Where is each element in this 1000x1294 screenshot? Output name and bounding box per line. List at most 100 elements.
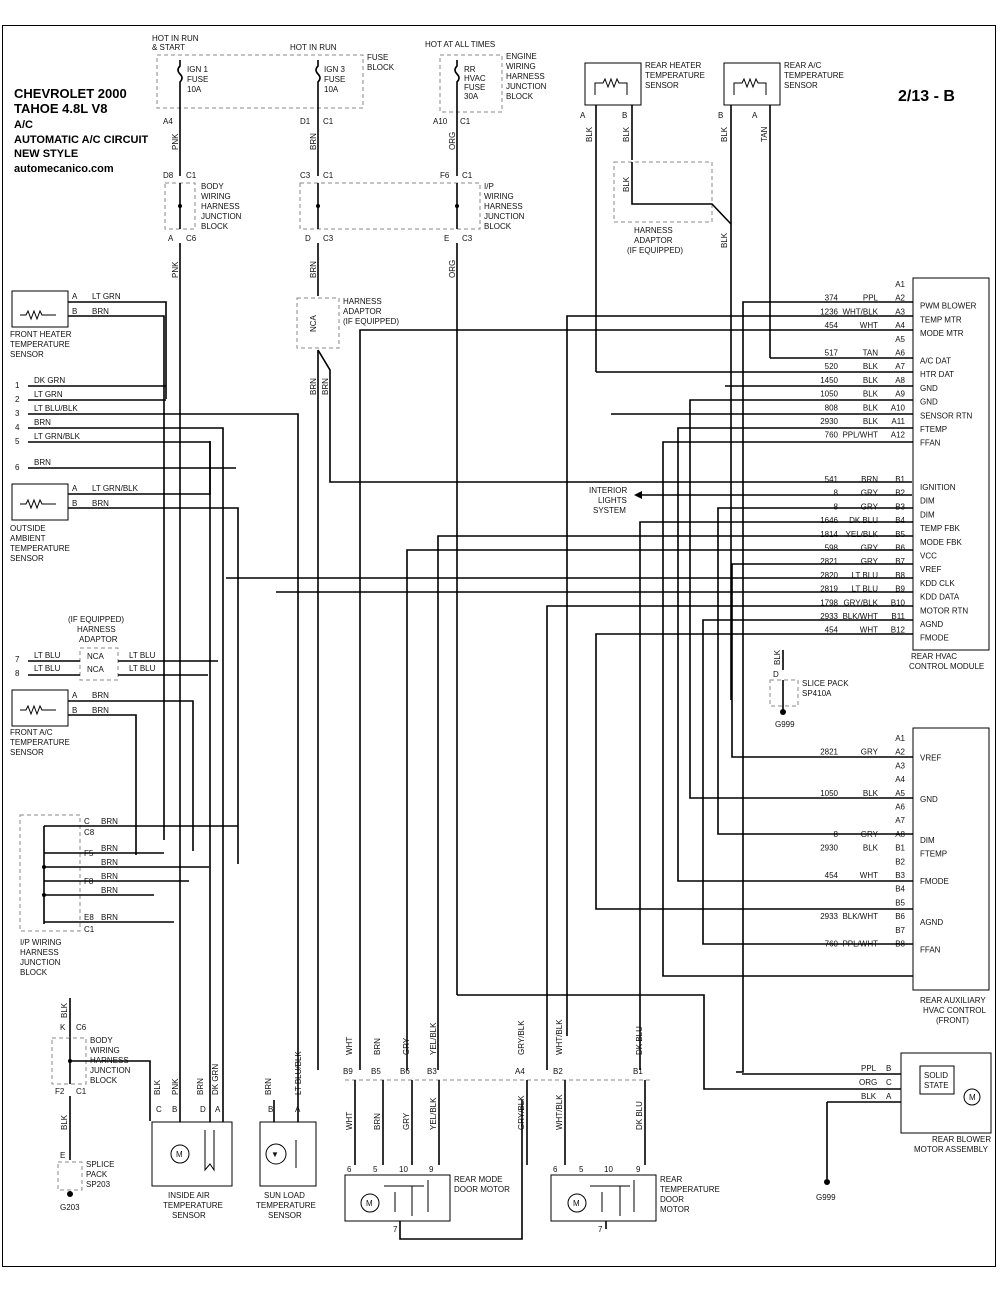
svg-text:BLK: BLK [153,1079,162,1095]
rhcm-circuit: 454 [825,626,839,635]
page-number: 2/13 - B [898,88,955,105]
aux-pin-name: FFAN [920,946,941,955]
svg-text:LT BLU: LT BLU [34,651,61,660]
aux-circuit: 454 [825,871,839,880]
svg-text:C1: C1 [323,117,334,126]
rhcm-wire-color: PPL [863,294,879,303]
svg-text:B: B [622,111,627,120]
svg-text:ADAPTOR: ADAPTOR [343,307,382,316]
svg-text:FRONT A/C: FRONT A/C [10,728,53,737]
svg-text:BRN: BRN [101,872,118,881]
rhcm-wire-color: BLK [863,362,879,371]
svg-text:5: 5 [15,437,20,446]
svg-text:BRN: BRN [101,886,118,895]
rhcm-pin: A8 [895,376,905,385]
rhcm-wire-color: WHT/BLK [842,307,878,316]
rhcm-pin: A12 [891,431,906,440]
svg-text:B: B [268,1105,273,1114]
svg-text:HVAC: HVAC [464,74,486,83]
fuse-block: HOT IN RUN & START HOT IN RUN FUSE BLOCK… [152,34,395,126]
rhcm-pin-name: VREF [920,565,941,574]
svg-text:C: C [886,1078,892,1087]
svg-text:(FRONT): (FRONT) [936,1016,969,1025]
rhcm-pin-name: FMODE [920,634,949,643]
aux-pin: B7 [895,926,905,935]
svg-text:LT GRN/BLK: LT GRN/BLK [92,484,139,493]
svg-text:(IF EQUIPPED): (IF EQUIPPED) [68,615,124,624]
svg-text:BRN: BRN [101,913,118,922]
rhcm-wire-color: TAN [863,349,879,358]
svg-text:BODY: BODY [201,182,224,191]
bottom-pin: B9 [343,1067,353,1076]
hot-run-start-1: HOT IN RUN [152,34,199,43]
svg-text:ADAPTOR: ADAPTOR [634,236,673,245]
aux-circuit: 2930 [820,844,838,853]
rhcm-circuit: 1798 [820,598,838,607]
svg-text:E: E [444,234,449,243]
svg-text:PNK: PNK [171,1078,180,1095]
svg-text:RR: RR [464,65,476,74]
svg-text:FRONT HEATER: FRONT HEATER [10,330,72,339]
svg-text:DK GRN: DK GRN [211,1064,220,1095]
aux-wire-color: WHT [860,871,878,880]
svg-text:STATE: STATE [924,1081,949,1090]
rhcm-wire-color: LT BLU [852,585,879,594]
svg-text:G999: G999 [775,720,795,729]
svg-text:TEMPERATURE: TEMPERATURE [784,71,844,80]
svg-text:PPL: PPL [861,1064,877,1073]
rhcm-pin-name: HTR DAT [920,370,954,379]
rhcm-pin-name: GND [920,384,938,393]
svg-text:BRN: BRN [92,499,109,508]
rhcm-pin: B6 [895,544,905,553]
svg-text:C6: C6 [186,234,197,243]
rhcm-pin: B11 [891,612,905,621]
svg-text:ORG: ORG [859,1078,877,1087]
rhcm-pin: B1 [895,475,905,484]
svg-text:BLOCK: BLOCK [201,222,229,231]
svg-text:9: 9 [636,1165,641,1174]
svg-text:LT GRN: LT GRN [92,292,121,301]
svg-text:BRN: BRN [309,378,318,395]
rhcm-circuit: 2819 [820,585,838,594]
rear-blower-motor: SOLID STATE M PPL ORG BLK B C A G999 REA… [742,1052,992,1202]
svg-text:TEMPERATURE: TEMPERATURE [256,1201,316,1210]
svg-text:M: M [573,1199,580,1208]
svg-text:G203: G203 [60,1203,80,1212]
svg-text:SENSOR: SENSOR [268,1211,302,1220]
rhcm-circuit: 1814 [820,530,838,539]
svg-text:LT BLU/BLK: LT BLU/BLK [34,404,78,413]
svg-text:D: D [200,1105,206,1114]
svg-text:8: 8 [15,669,20,678]
svg-text:PNK: PNK [171,133,180,150]
svg-text:M: M [366,1199,373,1208]
svg-text:ADAPTOR: ADAPTOR [79,635,118,644]
svg-text:6: 6 [347,1165,352,1174]
aux-pin: B6 [895,912,905,921]
svg-text:BRN: BRN [321,378,330,395]
bottom-wire-color-lower: YEL/BLK [429,1097,438,1130]
rhcm-pin-name: GND [920,398,938,407]
svg-text:BRN: BRN [196,1078,205,1095]
svg-text:BRN: BRN [264,1078,273,1095]
bottom-pin: B6 [400,1067,410,1076]
svg-text:SUN LOAD: SUN LOAD [264,1191,305,1200]
rhcm-pin: B7 [895,557,905,566]
aux-pin: B3 [895,871,905,880]
rhcm-circuit: 2933 [820,612,838,621]
rhcm-circuit: 520 [825,362,839,371]
rhcm-pin-name: PWM BLOWER [920,302,977,311]
aux-pin-name: DIM [920,836,935,845]
svg-text:LT GRN: LT GRN [34,390,63,399]
front-ac-sensor [11,689,69,727]
bottom-wire-color-lower: BRN [373,1113,382,1130]
title-line4: AUTOMATIC A/C CIRCUIT [14,134,149,146]
svg-text:SYSTEM: SYSTEM [593,506,626,515]
svg-text:REAR HVAC: REAR HVAC [911,652,957,661]
svg-text:TEMPERATURE: TEMPERATURE [10,738,70,747]
svg-text:HVAC CONTROL: HVAC CONTROL [923,1006,987,1015]
svg-text:BRN: BRN [101,817,118,826]
rhcm-pin: A9 [895,390,905,399]
svg-text:BRN: BRN [101,844,118,853]
svg-text:E8: E8 [84,913,94,922]
svg-text:SENSOR: SENSOR [784,81,818,90]
